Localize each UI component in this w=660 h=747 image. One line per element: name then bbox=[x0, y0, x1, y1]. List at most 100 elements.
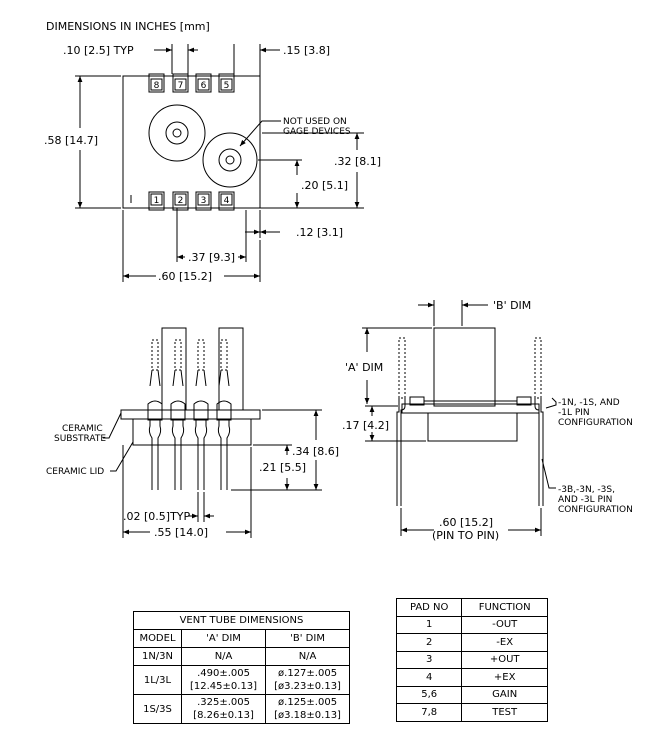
a-dim-in: .325±.005 bbox=[197, 697, 250, 708]
table-row: 3+OUT bbox=[395, 650, 548, 669]
dim-port2-height: .20 [5.1] bbox=[301, 179, 348, 192]
b-dim-mm: [ø3.23±0.13] bbox=[274, 681, 341, 692]
dim-height-large: .34 [8.6] bbox=[292, 445, 339, 458]
table-row: 1L/3L .490±.005 [12.45±0.13] ø.127±.005 [ø… bbox=[133, 665, 350, 695]
model-cell: 1L/3L bbox=[133, 665, 182, 695]
table-row: 4+EX bbox=[395, 668, 548, 687]
b-dim-mm: [ø3.18±0.13] bbox=[274, 710, 341, 721]
dim-pin-width: .02 [0.5]TYP bbox=[123, 510, 191, 523]
label-ceramic: CERAMIC bbox=[62, 424, 103, 434]
dim-bottom-offset: .12 [3.1] bbox=[296, 226, 343, 239]
function-cell: GAIN bbox=[461, 685, 548, 704]
column-header: MODEL bbox=[133, 629, 182, 648]
table-row: 1S/3S .325±.005[8.26±0.13] ø.125±.005[ø3… bbox=[133, 694, 350, 724]
a-dim-cell: .325±.005 [8.26±0.13] bbox=[180, 694, 267, 724]
package-outline bbox=[122, 75, 261, 209]
dim-right-offset: .15 [3.8] bbox=[283, 44, 330, 57]
label-ceramic-lid: CERAMIC LID bbox=[46, 467, 104, 477]
pad-cell: 7,8 bbox=[395, 703, 463, 722]
label-b-dim: 'B' DIM bbox=[493, 299, 531, 312]
pin-label: 7 bbox=[178, 81, 184, 91]
dim-height-small: .21 [5.5] bbox=[259, 461, 306, 474]
config2-line: CONFIGURATION bbox=[558, 505, 633, 515]
table-title: VENT TUBE DIMENSIONS bbox=[133, 611, 350, 630]
port-1 bbox=[148, 104, 206, 162]
lid-leader bbox=[110, 441, 134, 472]
a-dim-mm: [8.26±0.13] bbox=[193, 710, 254, 721]
drawing-title: DIMENSIONS IN INCHES [mm] bbox=[46, 20, 210, 33]
function-cell: -OUT bbox=[461, 615, 548, 634]
b-dim-in: ø.125±.005 bbox=[278, 697, 338, 708]
config1-line: -1L PIN bbox=[558, 408, 590, 418]
function-cell: TEST bbox=[461, 703, 548, 722]
top-view: 8 7 6 5 1 2 3 4 NOT USED bbox=[44, 44, 381, 283]
dim-width: .60 [15.2] bbox=[158, 270, 212, 283]
pads-bottom: 1 2 3 4 bbox=[148, 191, 235, 211]
vent-tube-table: VENT TUBE DIMENSIONS MODEL 'A' DIM 'B' D… bbox=[133, 611, 350, 724]
front-view: CERAMIC SUBSTRATE CERAMIC LID .34 [8.6] … bbox=[46, 327, 339, 539]
function-cell: +OUT bbox=[461, 650, 548, 669]
pad-cell: 5,6 bbox=[395, 685, 463, 704]
a-dim-cell: N/A bbox=[180, 647, 267, 666]
pins-upper bbox=[151, 339, 228, 371]
a-dim-in: .490±.005 bbox=[197, 668, 250, 679]
port-2 bbox=[202, 132, 258, 188]
b-dim-cell: ø.127±.005 [ø3.23±0.13] bbox=[265, 665, 350, 695]
config1-line: -1N, -1S, AND bbox=[558, 398, 620, 408]
a-dim-cell: .490±.005 [12.45±0.13] bbox=[180, 665, 267, 695]
label-a-dim: 'A' DIM bbox=[345, 361, 383, 374]
pin-bent-left bbox=[400, 398, 406, 506]
note-leader bbox=[239, 120, 281, 147]
side-pins-dashed bbox=[398, 337, 542, 399]
column-header: FUNCTION bbox=[461, 598, 548, 617]
note-line: NOT USED ON bbox=[283, 117, 347, 127]
substrate-leader bbox=[103, 412, 122, 439]
vent-tube bbox=[161, 327, 187, 411]
dim-pin-pitch: .10 [2.5] TYP bbox=[63, 44, 134, 57]
pins-lower bbox=[148, 420, 231, 490]
pin-label: 5 bbox=[224, 81, 230, 91]
dim-side-width-note: (PIN TO PIN) bbox=[432, 529, 499, 542]
column-header: 'B' DIM bbox=[265, 629, 350, 648]
pin-label: 6 bbox=[201, 81, 207, 91]
config2-leader bbox=[541, 458, 556, 489]
pad-cell: 3 bbox=[395, 650, 463, 669]
config2-line: -3B,-3N, -3S, bbox=[558, 485, 615, 495]
pad-function-table: PAD NO FUNCTION 1-OUT 2-EX 3+OUT 4+EX 5,… bbox=[395, 598, 548, 722]
config1-line: CONFIGURATION bbox=[558, 418, 633, 428]
pin-label: 2 bbox=[178, 196, 184, 206]
label-substrate: SUBSTRATE bbox=[54, 434, 106, 444]
dim-thickness: .17 [4.2] bbox=[342, 419, 389, 432]
dim-port1-x: .37 [9.3] bbox=[188, 251, 235, 264]
ceramic-lid bbox=[132, 418, 252, 446]
a-dim-mm: [12.45±0.13] bbox=[190, 681, 258, 692]
pad-cell: 2 bbox=[395, 633, 463, 652]
b-dim-cell: N/A bbox=[265, 647, 350, 666]
column-header: PAD NO bbox=[395, 598, 463, 617]
vent-tube-side bbox=[433, 327, 496, 407]
side-view: 'B' DIM 'A' DIM .17 [4.2] -1N, -1S, AND bbox=[342, 299, 633, 542]
column-header: 'A' DIM bbox=[180, 629, 267, 648]
lid-side bbox=[427, 412, 518, 442]
pad-cell: 4 bbox=[395, 668, 463, 687]
function-cell: -EX bbox=[461, 633, 548, 652]
pin-heads bbox=[147, 400, 232, 421]
ceramic-substrate bbox=[120, 409, 261, 420]
note-line: GAGE DEVICES bbox=[283, 127, 351, 137]
config2-line: AND -3L PIN bbox=[558, 495, 612, 505]
pin-label: 1 bbox=[154, 196, 160, 206]
table-row: 1N/3N N/A N/A bbox=[133, 647, 350, 666]
pin-label: 4 bbox=[224, 196, 230, 206]
dim-port-spacing: .32 [8.1] bbox=[334, 155, 381, 168]
function-cell: +EX bbox=[461, 668, 548, 687]
pads-top: 8 7 6 5 bbox=[148, 73, 235, 93]
model-cell: 1N/3N bbox=[133, 647, 182, 666]
dim-side-width: .60 [15.2] bbox=[439, 516, 493, 529]
b-dim-cell: ø.125±.005 [ø3.18±0.13] bbox=[265, 694, 350, 724]
b-dim-in: ø.127±.005 bbox=[278, 668, 338, 679]
pins-shanks bbox=[149, 369, 230, 387]
